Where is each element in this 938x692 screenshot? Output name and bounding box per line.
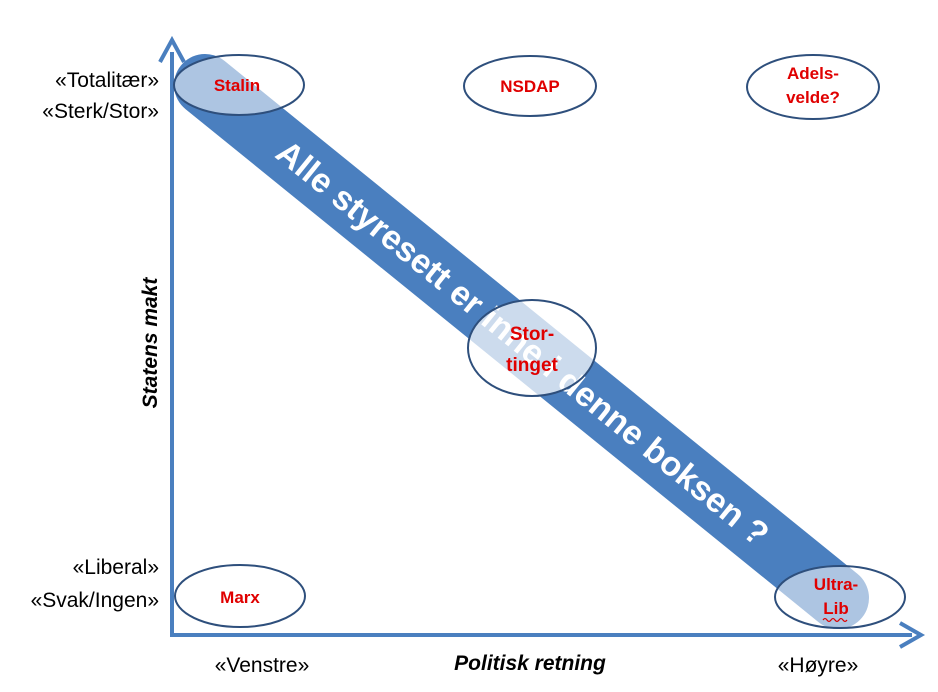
node-ultralib: Ultra- Lib: [774, 565, 906, 629]
node-ultralib-label-1: Ultra-: [814, 575, 858, 594]
node-marx-ellipse: [174, 564, 306, 628]
node-stortinget-label-2: tinget: [506, 355, 558, 376]
axes: [158, 35, 926, 649]
node-nsdap-label: NSDAP: [500, 77, 560, 96]
node-ultralib-label-2: Lib: [823, 599, 849, 618]
y-axis-arrowhead: [158, 35, 186, 63]
node-nsdap-ellipse: [463, 55, 597, 117]
y-label-liberal: «Liberal»: [73, 556, 159, 579]
node-stortinget-label-1: Stor-: [510, 324, 554, 345]
node-marx-label: Marx: [220, 588, 260, 607]
y-label-sterk-stor: «Sterk/Stor»: [42, 100, 159, 123]
x-axis-arrowhead: [899, 621, 926, 649]
node-adelsvelde: Adels- velde?: [746, 54, 880, 120]
y-label-svak-ingen: «Svak/Ingen»: [31, 589, 159, 612]
node-stalin: Stalin: [173, 54, 305, 116]
y-axis-labels: «Totalitær» «Sterk/Stor» «Liberal» «Svak…: [31, 69, 162, 612]
node-marx: Marx: [174, 564, 306, 628]
node-stortinget-ellipse: [467, 299, 597, 397]
x-axis-labels: «Venstre» Politisk retning «Høyre»: [215, 652, 859, 677]
node-adelsvelde-label-2: velde?: [786, 88, 840, 107]
x-label-venstre: «Venstre»: [215, 654, 310, 677]
y-axis-title: Statens makt: [139, 277, 162, 409]
node-nsdap: NSDAP: [463, 55, 597, 117]
node-stalin-label: Stalin: [214, 76, 260, 95]
node-ultralib-ellipse: [774, 565, 906, 629]
node-stalin-ellipse: [173, 54, 305, 116]
x-axis-title: Politisk retning: [454, 652, 606, 675]
spellcheck-underline: [822, 617, 848, 623]
x-label-hoyre: «Høyre»: [778, 654, 859, 677]
node-adelsvelde-label-1: Adels-: [787, 64, 839, 83]
y-label-totalitaer: «Totalitær»: [55, 69, 159, 92]
node-adelsvelde-ellipse: [746, 54, 880, 120]
node-stortinget: Stor- tinget: [467, 299, 597, 397]
